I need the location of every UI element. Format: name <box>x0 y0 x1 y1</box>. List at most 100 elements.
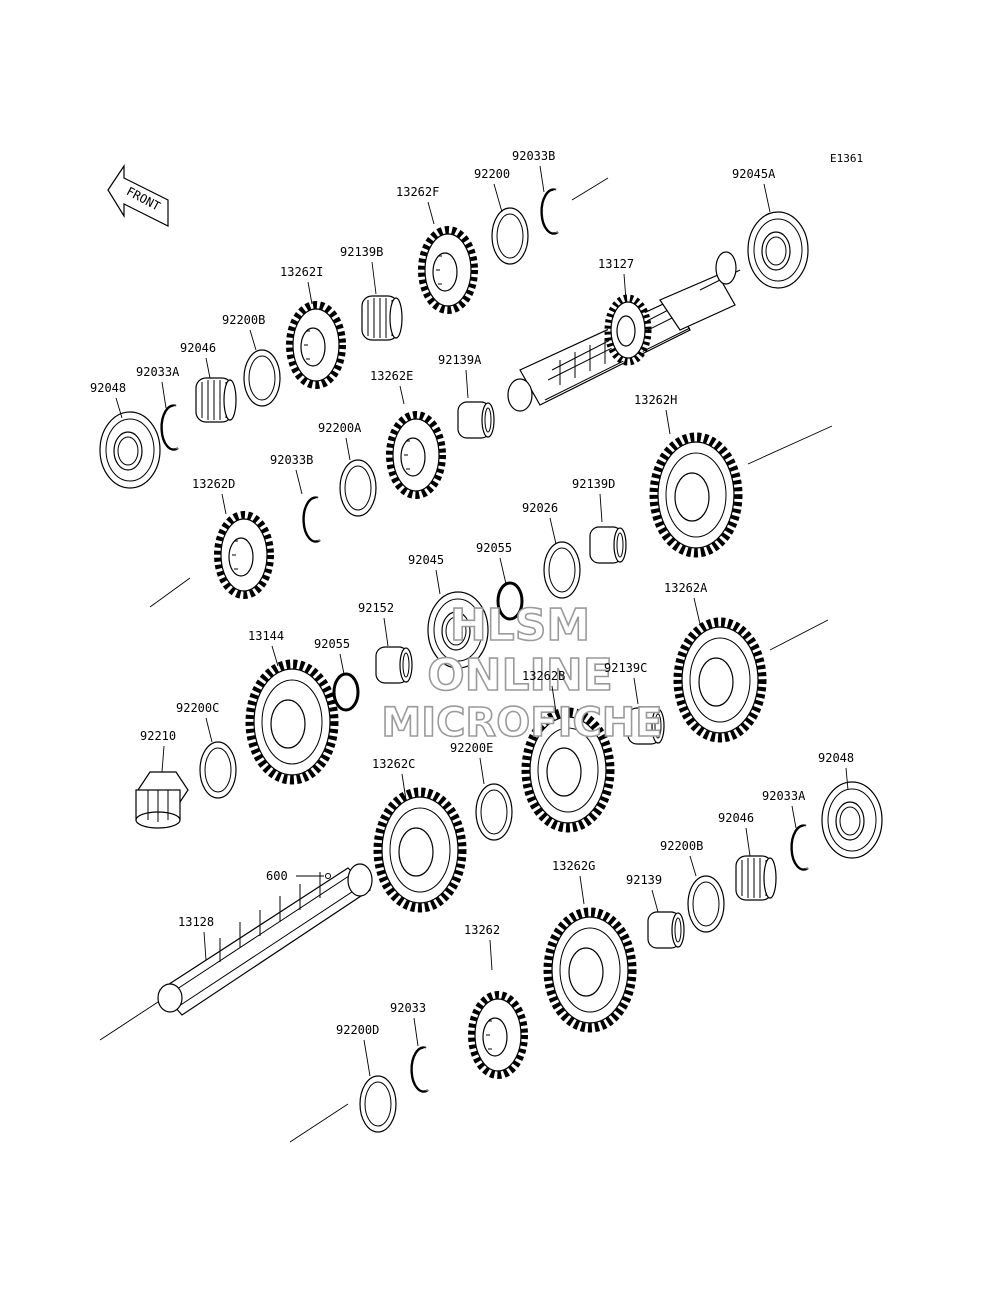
callout: 13262B <box>522 669 565 713</box>
callout-92200a: 92200A <box>318 421 362 435</box>
callout-92048: 92048 <box>90 381 126 395</box>
bush-92139d <box>589 526 627 564</box>
washer-92200e <box>475 783 513 841</box>
callout-600: 600 <box>266 869 288 883</box>
callout: 13262A <box>664 581 708 625</box>
callout-92026: 92026 <box>522 501 558 515</box>
callout: 92055 <box>314 637 350 675</box>
bush-92139a <box>457 401 495 439</box>
circlip-92033a-lower <box>790 824 810 871</box>
callout: 92210 <box>140 729 176 773</box>
callout-13262i: 13262I <box>280 265 323 279</box>
washer-92200a <box>339 459 377 517</box>
gear-13262g <box>548 912 632 1028</box>
callout: 92033A <box>762 789 806 829</box>
front-direction-arrow: FRONT <box>107 164 169 227</box>
gear-13262h <box>654 437 738 553</box>
o-ring-92055-lower <box>332 672 360 712</box>
sprocket-13144 <box>250 664 334 780</box>
callout-92033a: 92033A <box>762 789 806 803</box>
gear-13262e <box>390 415 442 495</box>
watermark-line-3: MICROFICHE <box>381 700 662 746</box>
callout: 92046 <box>718 811 754 857</box>
washer-92026 <box>543 541 581 599</box>
callout-13262a: 13262A <box>664 581 708 595</box>
washer-92200d <box>359 1075 397 1133</box>
gear-13262f <box>422 230 474 310</box>
callout: 92200E <box>450 741 493 785</box>
callout-92033b: 92033B <box>270 453 313 467</box>
drive-shaft <box>157 863 373 1016</box>
callout: 92033B <box>270 453 313 495</box>
callout-13262d: 13262D <box>192 477 235 491</box>
callout: 92033 <box>390 1001 426 1047</box>
callout-92139a: 92139A <box>438 353 482 367</box>
callout: 13144 <box>248 629 284 667</box>
callout-13262: 13262 <box>464 923 500 937</box>
callout: 13262G <box>552 859 595 905</box>
callout-92200c: 92200C <box>176 701 219 715</box>
callout-92139d: 92139D <box>572 477 615 491</box>
shaft-integral-gear <box>608 298 648 362</box>
callout: 92139C <box>604 661 647 705</box>
callout: 600 <box>266 869 324 883</box>
callout: 92139D <box>572 477 615 523</box>
ball-bearing-92045a <box>747 211 809 289</box>
callout-92046: 92046 <box>718 811 754 825</box>
callout-92139c: 92139C <box>604 661 647 675</box>
callout-92045a: 92045A <box>732 167 776 181</box>
bush-92139 <box>647 911 685 949</box>
callout-92055: 92055 <box>476 541 512 555</box>
ball-bearing-92048-lower <box>821 781 883 859</box>
callout-92210: 92210 <box>140 729 176 743</box>
callout: 92026 <box>522 501 558 545</box>
callout: 92045A <box>732 167 776 213</box>
callout: 92033B <box>512 149 555 193</box>
callout-92200b: 92200B <box>222 313 265 327</box>
callout-92033a: 92033A <box>136 365 180 379</box>
callout: 92139B <box>340 245 383 295</box>
callout-13262e: 13262E <box>370 369 413 383</box>
callout-92200d: 92200D <box>336 1023 379 1037</box>
callout: 92055 <box>476 541 512 585</box>
callout-13262b: 13262B <box>522 669 565 683</box>
callout: 13262 <box>464 923 500 971</box>
bush-92152 <box>375 646 413 684</box>
callout-13128: 13128 <box>178 915 214 929</box>
callout: 13262I <box>280 265 323 305</box>
washer-92200b-upper <box>243 349 281 407</box>
callout-92152: 92152 <box>358 601 394 615</box>
part-callouts: 92033B 92200 13262F 92045A 92139B 13262I… <box>90 149 854 1077</box>
callout: 92200A <box>318 421 362 461</box>
callout: 13127 <box>598 257 634 301</box>
gear-13262d <box>218 515 270 595</box>
callout-92200e: 92200E <box>450 741 493 755</box>
callout-92033b: 92033B <box>512 149 555 163</box>
nut-92210 <box>135 771 189 829</box>
callout-92045: 92045 <box>408 553 444 567</box>
circlip-92033a-upper <box>160 404 180 451</box>
gear-13262a <box>678 622 762 738</box>
callout: 13262D <box>192 477 235 515</box>
callout: 92152 <box>358 601 394 647</box>
callout-92139: 92139 <box>626 873 662 887</box>
callout: 92045 <box>408 553 444 595</box>
callout: 92033A <box>136 365 180 409</box>
callout: 13262F <box>396 185 439 225</box>
callout: 92200B <box>222 313 265 351</box>
callout-92046: 92046 <box>180 341 216 355</box>
callout-13262g: 13262G <box>552 859 595 873</box>
callout: 92200C <box>176 701 219 743</box>
callout: 13262E <box>370 369 413 405</box>
washer-92200c <box>199 741 237 799</box>
callout: 13128 <box>178 915 214 961</box>
circlip-92033 <box>410 1046 430 1093</box>
callout-92033: 92033 <box>390 1001 426 1015</box>
callout: 13262H <box>634 393 677 435</box>
gear-13262c <box>378 792 462 908</box>
callout: 92048 <box>90 381 126 419</box>
circlip-92033b-lower <box>302 496 322 543</box>
watermark-line-1: HLSM <box>450 600 590 651</box>
callout-92139b: 92139B <box>340 245 383 259</box>
